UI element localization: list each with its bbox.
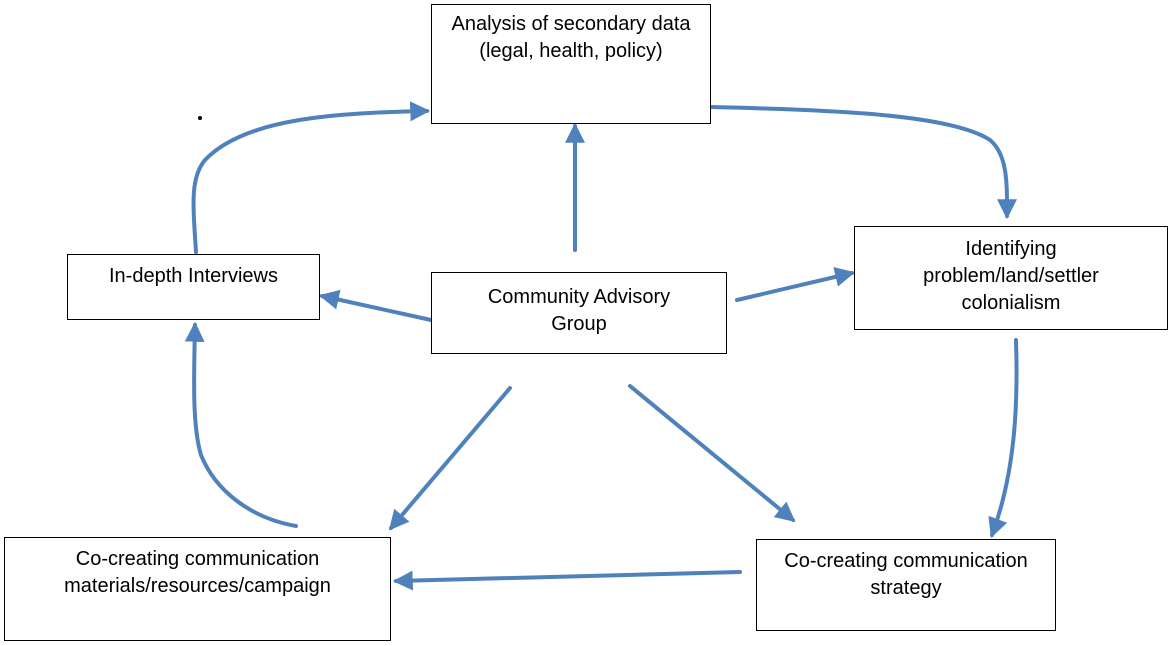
arrow-community-to-materials: [388, 386, 512, 531]
arrow-community-to-identifying: [735, 267, 856, 302]
arrow-community-to-interviews: [318, 289, 433, 322]
arrow-materials-to-interviews: [184, 321, 298, 528]
node-identifying-problem: Identifying problem/land/settler colonia…: [854, 226, 1168, 330]
arrow-identifying-to-strategy: [988, 338, 1019, 539]
arrow-strategy-to-materials: [392, 570, 742, 591]
stray-dot: [198, 116, 202, 120]
arrow-interviews-to-secondary-data: [191, 101, 431, 254]
arrow-community-to-strategy: [628, 384, 796, 523]
node-co-creating-strategy: Co-creating communication strategy: [756, 539, 1056, 631]
node-secondary-data: Analysis of secondary data (legal, healt…: [431, 4, 711, 124]
node-community-advisory-group: Community Advisory Group: [431, 272, 727, 354]
arrow-secondary-data-to-identifying: [709, 105, 1018, 220]
node-in-depth-interviews: In-depth Interviews: [67, 254, 320, 320]
node-co-creating-materials: Co-creating communication materials/reso…: [4, 537, 391, 641]
